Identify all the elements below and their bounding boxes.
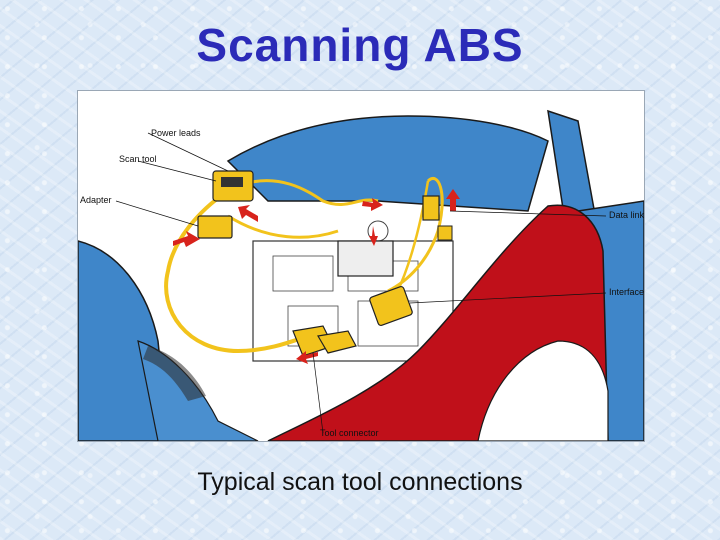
arrow-adapter <box>173 231 200 247</box>
arrow-battery <box>369 226 378 246</box>
data-link-connector <box>422 195 440 221</box>
battery <box>337 240 394 277</box>
label-tool-connector: Tool connector <box>320 428 379 438</box>
label-interface: Interface <box>609 287 645 297</box>
hood-panel <box>226 115 549 212</box>
slide-caption: Typical scan tool connections <box>197 468 523 496</box>
arrow-data-link <box>446 189 460 211</box>
arrow-scan-tool <box>238 205 258 222</box>
scan-tool-diagram: Power leads Scan tool Adapter Data link … <box>77 90 645 442</box>
engine-bay-illustration <box>78 109 644 441</box>
power-lead-2 <box>227 214 339 239</box>
label-power-leads: Power leads <box>151 128 201 138</box>
adapter-device <box>197 215 233 239</box>
label-data-link: Data link <box>609 210 645 220</box>
interface-box <box>369 285 413 327</box>
wheel-arch <box>477 340 609 441</box>
scan-cable <box>164 189 309 354</box>
slide-title: Scanning ABS <box>196 19 524 71</box>
power-lead <box>237 179 379 206</box>
arrow-power <box>362 198 383 211</box>
label-scan-tool: Scan tool <box>119 154 157 164</box>
grille <box>143 346 206 401</box>
arrow-tool-connector <box>296 351 318 364</box>
label-adapter: Adapter <box>80 195 112 205</box>
